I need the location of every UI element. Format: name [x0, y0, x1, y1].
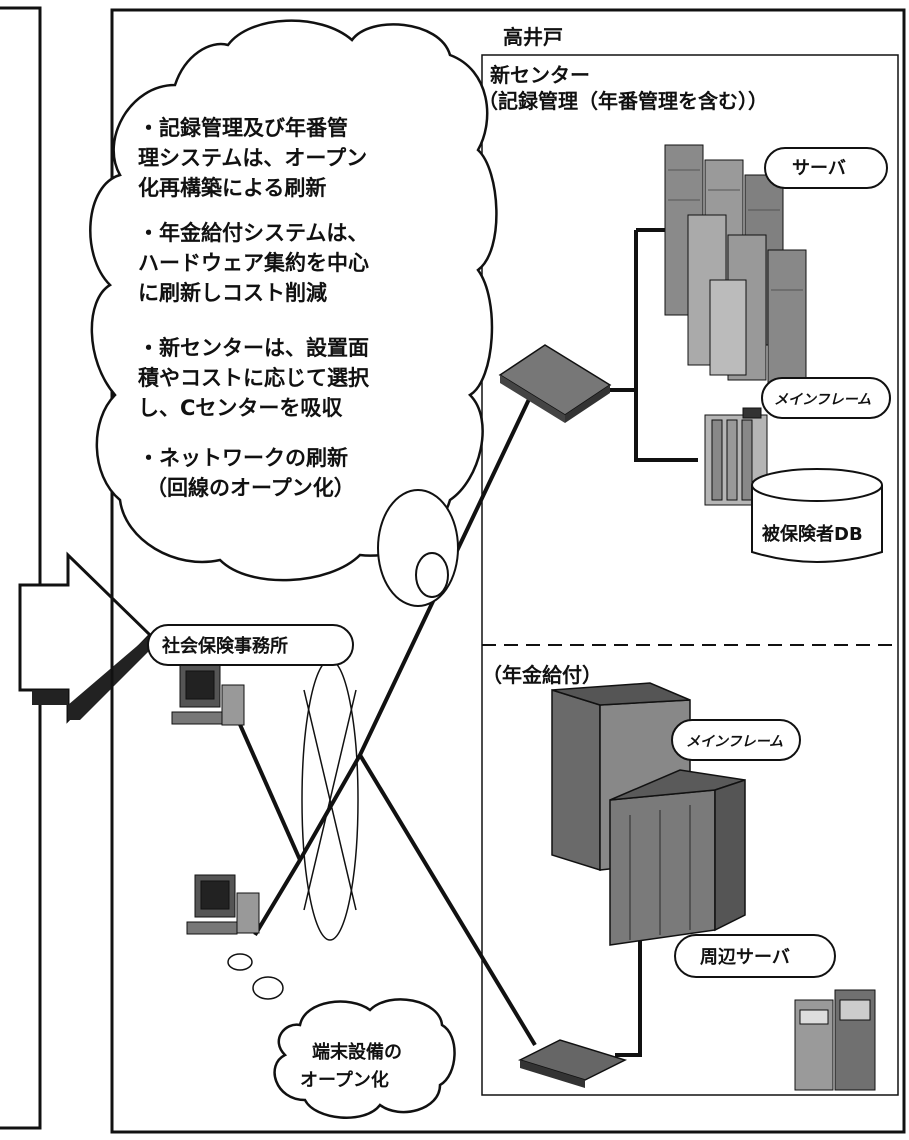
small-bubble-trail: [227, 953, 284, 1000]
thought-bubble: [89, 19, 498, 607]
bubble-bullet-2-line-3: に刷新しコスト削減: [138, 281, 327, 305]
bubble-bullet-4-line-2: （回線のオープン化）: [146, 476, 355, 500]
bubble-bullet-1: ・記録管理及び年番管 理システムは、オープン 化再構築による刷新: [138, 116, 374, 200]
new-center-subtitle: （記録管理（年番管理を含む））: [478, 89, 768, 113]
label-mainframe-top: メインフレーム: [761, 377, 891, 419]
new-center-title: 新センター: [490, 63, 590, 87]
bubble-bullet-2-line-1: ・年金給付システムは、: [138, 221, 368, 245]
bubble-bullet-1-line-3: 化再構築による刷新: [138, 176, 326, 200]
small-cloud-line-2: オープン化: [300, 1069, 389, 1091]
benefits-title: （年金給付）: [482, 663, 602, 687]
label-peripheral-server-text: 周辺サーバ: [700, 947, 790, 968]
small-thought-cloud: [273, 998, 456, 1119]
label-server-text: サーバ: [792, 158, 846, 179]
transition-arrow: [18, 551, 153, 724]
center-panel-border: [481, 54, 899, 1096]
label-social-insurance-office: 社会保険事務所: [147, 624, 354, 666]
office-pc-bottom: [186, 874, 260, 935]
bubble-bullet-3-line-2: 積やコストに応じて選択: [138, 366, 370, 390]
network-switch-bottom: [517, 1039, 628, 1088]
label-server: サーバ: [764, 147, 888, 189]
network-switch-top: [498, 344, 612, 423]
label-mainframe-top-text: メインフレーム: [774, 392, 871, 408]
location-label: 高井戸: [503, 25, 563, 49]
bubble-bullet-3-line-1: ・新センターは、設置面: [138, 336, 369, 360]
database-cylinder: [751, 468, 883, 563]
left-panel-border: [0, 6, 42, 1130]
database-label: 被保険者DB: [762, 523, 863, 545]
bubble-bullet-3-line-3: し、Cセンターを吸収: [138, 396, 343, 420]
server-rack-cluster: [664, 144, 807, 401]
bubble-bullet-4-line-1: ・ネットワークの刷新: [138, 446, 348, 470]
network-cloud: [301, 659, 359, 941]
label-social-insurance-office-text: 社会保険事務所: [162, 635, 288, 657]
bubble-bullet-3: ・新センターは、設置面 積やコストに応じて選択 し、Cセンターを吸収: [138, 336, 376, 420]
bubble-bullet-2-line-2: ハードウェア集約を中心: [138, 251, 369, 275]
label-mainframe-bottom: メインフレーム: [671, 719, 801, 761]
main-panel-border: [110, 8, 906, 1134]
peripheral-server-tower: [794, 989, 876, 1091]
office-pc-top: [171, 664, 245, 726]
label-mainframe-bottom-text: メインフレーム: [686, 734, 783, 750]
mainframe-cabinet-bottom: [551, 682, 746, 946]
bubble-bullet-1-line-1: ・記録管理及び年番管: [138, 116, 348, 140]
bubble-bullet-1-line-2: 理システムは、オープン: [138, 146, 367, 170]
small-cloud-line-1: 端末設備の: [312, 1041, 402, 1063]
bubble-bullet-2: ・年金給付システムは、 ハードウェア集約を中心 に刷新しコスト削減: [138, 221, 376, 305]
bubble-bullet-4: ・ネットワークの刷新 （回線のオープン化）: [138, 446, 355, 500]
label-peripheral-server: 周辺サーバ: [674, 934, 836, 978]
